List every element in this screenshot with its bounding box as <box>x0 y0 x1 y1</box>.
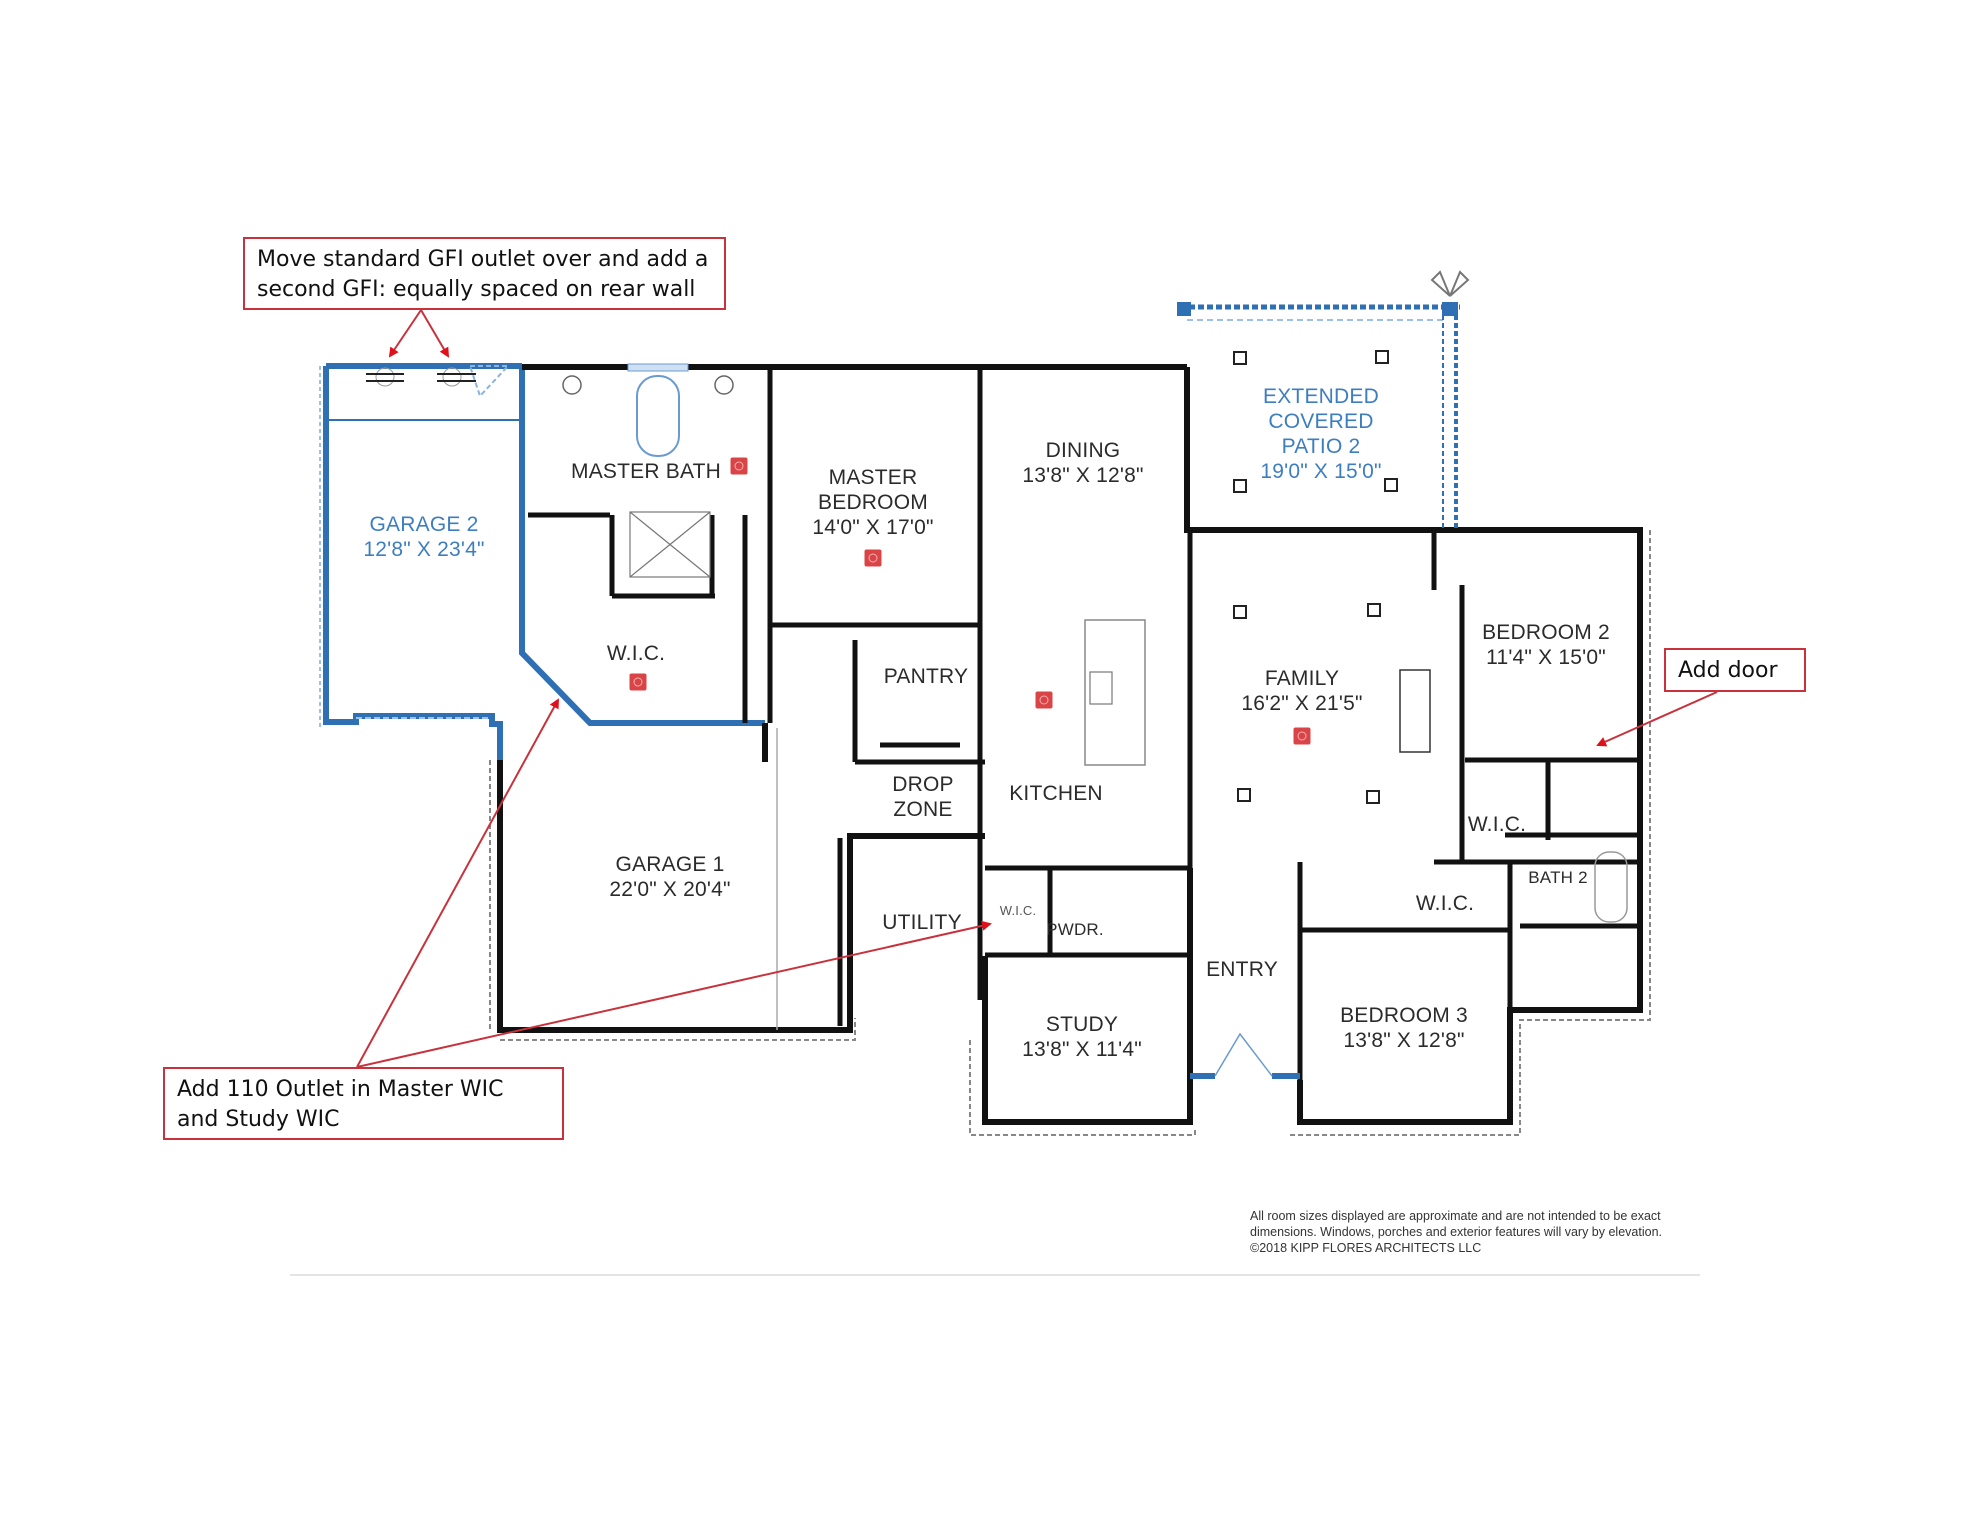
room-name: EXTENDED <box>1263 385 1379 408</box>
room-name: BEDROOM 2 <box>1482 621 1610 644</box>
page-divider <box>290 1274 1700 1276</box>
room-bedroom-2: BEDROOM 2 11'4" X 15'0" <box>1482 620 1610 670</box>
room-size: 19'0" X 15'0" <box>1260 460 1382 483</box>
room-name: DROP <box>892 773 954 796</box>
room-name: COVERED <box>1268 410 1374 433</box>
kitchen-island <box>1084 619 1146 766</box>
room-garage-2: GARAGE 2 12'8" X 23'4" <box>363 512 484 562</box>
room-marker-icon <box>629 673 647 691</box>
sink-icon <box>562 375 582 395</box>
room-name: ZONE <box>893 798 953 821</box>
room-marker-icon <box>730 457 748 475</box>
callout-gfi-outlet: Move standard GFI outlet over and add a … <box>243 237 726 310</box>
room-name: PATIO 2 <box>1281 435 1361 458</box>
room-name: W.I.C. <box>1467 813 1527 836</box>
room-size: 12'8" X 23'4" <box>363 538 485 561</box>
callout-add-door: Add door <box>1664 648 1806 692</box>
room-family: FAMILY 16'2" X 21'5" <box>1241 666 1362 716</box>
room-size: 14'0" X 17'0" <box>812 516 934 539</box>
bathtub-icon <box>636 375 680 457</box>
room-garage-1: GARAGE 1 22'0" X 20'4" <box>609 852 730 902</box>
room-wic-middle: W.I.C. <box>1416 891 1474 916</box>
room-name: GARAGE 2 <box>369 513 479 536</box>
room-master-bath: MASTER BATH <box>571 459 721 484</box>
patio-outline <box>1177 302 1460 530</box>
room-patio: EXTENDED COVERED PATIO 2 19'0" X 15'0" <box>1260 384 1381 484</box>
shower-icon <box>629 511 711 578</box>
fireplace-icon <box>1399 669 1431 753</box>
annotation-arrows <box>356 309 1718 1068</box>
gfi-outlet-icon <box>437 367 476 387</box>
room-name: ENTRY <box>1206 958 1278 981</box>
room-size: 11'4" X 15'0" <box>1486 646 1606 669</box>
callout-110-outlet: Add 110 Outlet in Master WIC and Study W… <box>163 1067 564 1140</box>
room-marker-icon <box>1035 691 1053 709</box>
room-size: 13'8" X 12'8" <box>1022 464 1144 487</box>
bathtub-icon <box>1594 851 1628 923</box>
window-icon <box>627 363 689 372</box>
exterior-walls <box>497 364 1643 1125</box>
room-entry: ENTRY <box>1206 957 1278 982</box>
room-name: DINING <box>1045 439 1121 462</box>
sink-icon <box>714 375 734 395</box>
room-master-bedroom: MASTER BEDROOM 14'0" X 17'0" <box>812 465 933 540</box>
room-bedroom-3: BEDROOM 3 13'8" X 12'8" <box>1340 1003 1468 1053</box>
disclaimer-text: All room sizes displayed are approximate… <box>1250 1209 1662 1255</box>
room-size: 16'2" X 21'5" <box>1241 692 1363 715</box>
sink-icon <box>1089 671 1113 705</box>
room-name: BEDROOM <box>818 491 928 514</box>
room-name: PWDR. <box>1046 920 1104 939</box>
room-bath-2: BATH 2 <box>1528 868 1587 888</box>
room-name: PANTRY <box>883 665 969 688</box>
room-name: BATH 2 <box>1528 868 1588 887</box>
front-door <box>1190 1032 1300 1079</box>
room-size: 13'8" X 11'4" <box>1022 1038 1142 1061</box>
room-name: BEDROOM 3 <box>1340 1004 1468 1027</box>
room-name: FAMILY <box>1264 667 1340 690</box>
room-name: W.I.C. <box>999 903 1037 918</box>
room-size: 22'0" X 20'4" <box>609 878 731 901</box>
room-wic-bedroom-2: W.I.C. <box>1468 812 1526 837</box>
room-name: UTILITY <box>882 911 962 934</box>
room-study-wic: W.I.C. <box>1000 903 1037 918</box>
gfi-outlet-icon <box>366 367 404 387</box>
room-pantry: PANTRY <box>884 664 968 689</box>
room-master-wic: W.I.C. <box>607 641 665 666</box>
room-name: KITCHEN <box>1009 782 1103 805</box>
ceiling-fixture-icon <box>1233 350 1398 804</box>
room-name: MASTER <box>828 466 918 489</box>
room-name: W.I.C. <box>1415 892 1475 915</box>
room-size: 13'8" X 12'8" <box>1343 1029 1465 1052</box>
room-drop-zone: DROP ZONE <box>892 772 953 822</box>
room-marker-icon <box>1293 727 1311 745</box>
room-name: GARAGE 1 <box>615 853 725 876</box>
room-name: W.I.C. <box>606 642 666 665</box>
exterior-outline <box>489 530 1651 1136</box>
room-marker-icon <box>864 549 882 567</box>
room-name: STUDY <box>1045 1013 1119 1036</box>
room-powder: PWDR. <box>1046 920 1104 940</box>
exterior-light-icon <box>1430 270 1470 297</box>
room-study: STUDY 13'8" X 11'4" <box>1022 1012 1142 1062</box>
room-name: MASTER BATH <box>571 460 721 483</box>
garage-2-walls <box>319 363 765 760</box>
room-dining: DINING 13'8" X 12'8" <box>1022 438 1143 488</box>
room-utility: UTILITY <box>882 910 962 935</box>
room-kitchen: KITCHEN <box>1009 781 1103 806</box>
interior-walls <box>528 367 1640 1122</box>
